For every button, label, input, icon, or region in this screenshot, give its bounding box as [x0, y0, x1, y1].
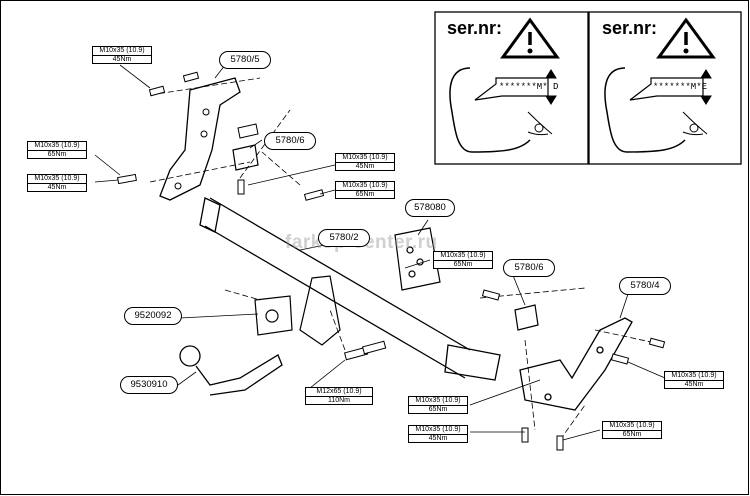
left-bracket-drawing	[159, 77, 241, 201]
bolts-drawing	[117, 71, 666, 451]
towball-drawing	[179, 345, 283, 396]
warning-icon-1	[500, 17, 560, 59]
serial-code-2: *******M*E	[653, 82, 708, 92]
socket-plate-drawing	[254, 295, 293, 336]
bolt-label: M10x35 (10.9)45Nm	[27, 174, 87, 192]
bolt-label: M10x35 (10.9)65Nm	[602, 421, 662, 439]
part-label-5780-4: 5780/4	[619, 277, 671, 295]
serial-plate-1	[449, 67, 557, 153]
serial-code-1: *******M* D	[499, 82, 559, 92]
bolt-label: M10x35 (10.9)65Nm	[408, 396, 468, 414]
warning-icon-2	[656, 17, 716, 59]
serial-panel-2-box	[588, 11, 742, 165]
part-label-5780-2: 5780/2	[318, 229, 370, 247]
part-label-9530910: 9530910	[120, 376, 178, 394]
serial-title-1: ser.nr:	[447, 18, 503, 38]
serial-plate-2	[604, 67, 712, 153]
socket-bracket-drawing	[299, 275, 341, 346]
left-clamp-5780-6	[232, 123, 259, 171]
right-clamp-5780-6	[514, 304, 539, 331]
serial-panel-1-box	[434, 11, 589, 165]
assembly-lines	[149, 77, 666, 441]
bolt-label: M10x35 (10.9)65Nm	[335, 181, 395, 199]
bolt-label: M10x35 (10.9)65Nm	[27, 141, 87, 159]
serial-title-2: ser.nr:	[602, 18, 658, 38]
leader-lines	[94, 64, 666, 441]
part-label-5780-5: 5780/5	[219, 51, 271, 69]
bolt-label: M12x65 (10.9)110Nm	[305, 387, 373, 405]
bolt-label: M10x35 (10.9)45Nm	[664, 371, 724, 389]
bolt-label: M10x35 (10.9)45Nm	[408, 425, 468, 443]
part-label-9520092: 9520092	[124, 307, 182, 325]
bolt-label: M10x35 (10.9)45Nm	[335, 153, 395, 171]
part-label-5780-6-right: 5780/6	[503, 259, 555, 277]
part-label-578080: 578080	[405, 199, 455, 217]
bolt-label: M10x35 (10.9)65Nm	[433, 251, 493, 269]
part-label-5780-6-left: 5780/6	[264, 132, 316, 150]
bolt-label: M10x35 (10.9)45Nm	[92, 46, 152, 64]
right-bracket-drawing	[519, 317, 633, 411]
